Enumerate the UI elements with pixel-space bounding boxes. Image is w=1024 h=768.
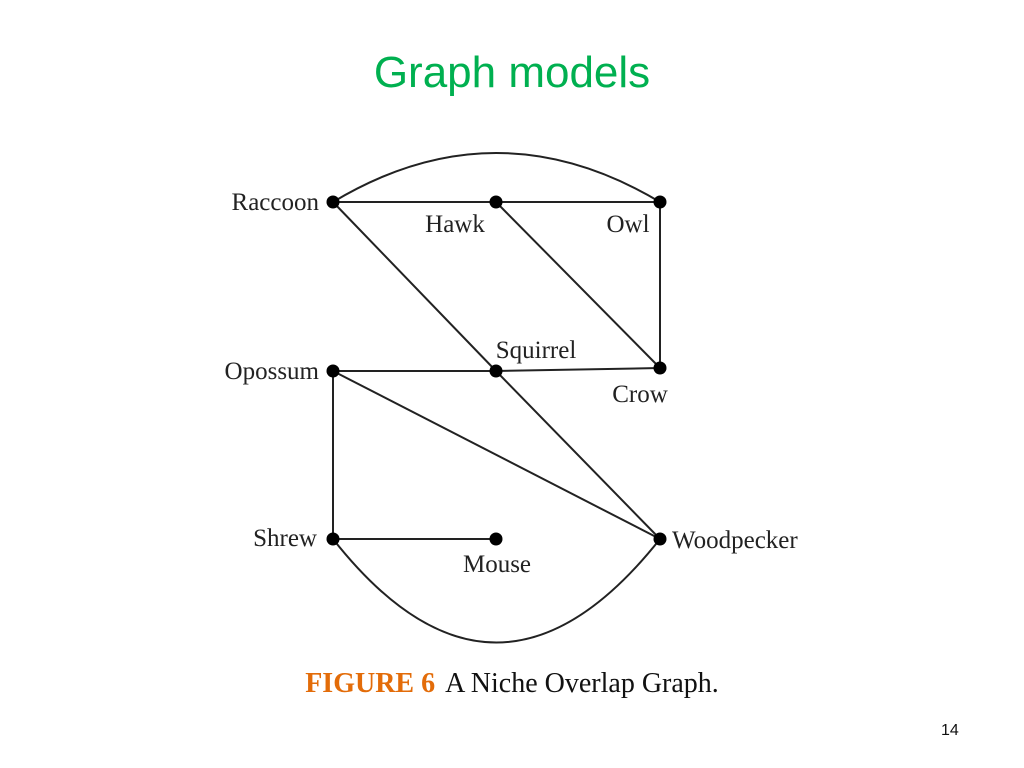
node-label-squirrel: Squirrel bbox=[496, 337, 577, 364]
node-owl bbox=[653, 195, 667, 209]
node-crow bbox=[653, 361, 667, 375]
node-shrew bbox=[326, 532, 340, 546]
page-number: 14 bbox=[941, 722, 959, 739]
edge-raccoon-squirrel bbox=[332, 201, 497, 372]
node-label-shrew: Shrew bbox=[253, 525, 317, 552]
edge-squirrel-crow bbox=[495, 367, 661, 372]
node-raccoon bbox=[326, 195, 340, 209]
node-squirrel bbox=[489, 364, 503, 378]
node-mouse bbox=[489, 532, 503, 546]
figure-caption-text: A Niche Overlap Graph. bbox=[445, 668, 719, 699]
figure-caption-tag: FIGURE 6 bbox=[305, 668, 436, 699]
node-opossum bbox=[326, 364, 340, 378]
edge-raccoon-owl bbox=[332, 152, 661, 203]
node-label-crow: Crow bbox=[612, 381, 668, 408]
edge-shrew-woodpecker bbox=[332, 538, 661, 644]
edge-opossum-woodpecker bbox=[332, 370, 661, 540]
slide-title: Graph models bbox=[373, 48, 651, 97]
node-label-owl: Owl bbox=[606, 211, 649, 238]
graph-nodes bbox=[326, 195, 667, 546]
graph-edges bbox=[332, 152, 661, 644]
node-label-woodpecker: Woodpecker bbox=[672, 527, 798, 554]
node-label-opossum: Opossum bbox=[225, 358, 320, 385]
node-label-mouse: Mouse bbox=[463, 551, 531, 578]
edge-hawk-crow bbox=[495, 201, 661, 369]
node-hawk bbox=[489, 195, 503, 209]
node-label-hawk: Hawk bbox=[425, 211, 485, 238]
edge-squirrel-woodpecker bbox=[495, 370, 661, 540]
node-woodpecker bbox=[653, 532, 667, 546]
figure-caption: FIGURE 6 A Niche Overlap Graph. bbox=[0, 668, 1024, 700]
node-label-raccoon: Raccoon bbox=[232, 189, 320, 216]
